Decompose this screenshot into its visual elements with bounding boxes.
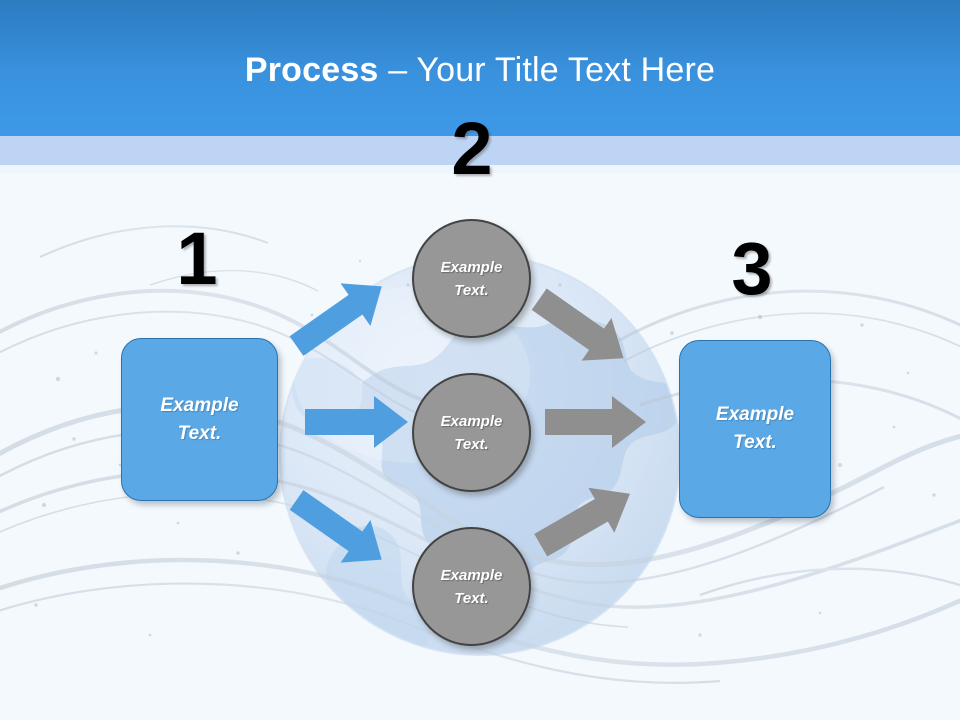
step-circle-top-label: Example Text. xyxy=(441,256,503,302)
step-circle-bottom-label-line2: Text. xyxy=(454,589,489,607)
step-box-left-label: Example Text. xyxy=(160,392,238,448)
step-box-right[interactable]: Example Text. xyxy=(679,340,831,518)
page-title-strong: Process xyxy=(244,51,379,89)
page-title: Process – Your Title Text Here xyxy=(0,50,960,90)
step-circle-top-label-line1: Example xyxy=(440,258,503,276)
page-title-rest: – Your Title Text Here xyxy=(378,51,716,89)
step-circle-top-label-line2: Text. xyxy=(454,281,489,299)
step-box-left-label-line1: Example xyxy=(160,394,239,416)
step-box-right-label-line2: Text. xyxy=(733,432,777,453)
step-circle-bottom[interactable]: Example Text. xyxy=(412,527,531,646)
step-circle-middle-label-line1: Example xyxy=(440,412,503,430)
step-box-right-label-line1: Example xyxy=(715,404,795,425)
step-circle-middle-label: Example Text. xyxy=(441,410,503,456)
step-number-1: 1 xyxy=(176,217,218,300)
step-box-right-label: Example Text. xyxy=(716,401,794,457)
step-number-2: 2 xyxy=(451,107,493,190)
step-box-left[interactable]: Example Text. xyxy=(121,338,278,501)
step-circle-middle-label-line2: Text. xyxy=(454,435,489,453)
header-accent-stripe xyxy=(0,136,960,165)
header-band xyxy=(0,0,960,136)
step-circle-top[interactable]: Example Text. xyxy=(412,219,531,338)
step-circle-middle[interactable]: Example Text. xyxy=(412,373,531,492)
step-box-left-label-line2: Text. xyxy=(177,422,222,444)
step-number-3: 3 xyxy=(731,227,773,310)
header-accent-stripe-light xyxy=(0,165,960,173)
step-circle-bottom-label: Example Text. xyxy=(441,564,503,610)
step-circle-bottom-label-line1: Example xyxy=(440,566,503,584)
